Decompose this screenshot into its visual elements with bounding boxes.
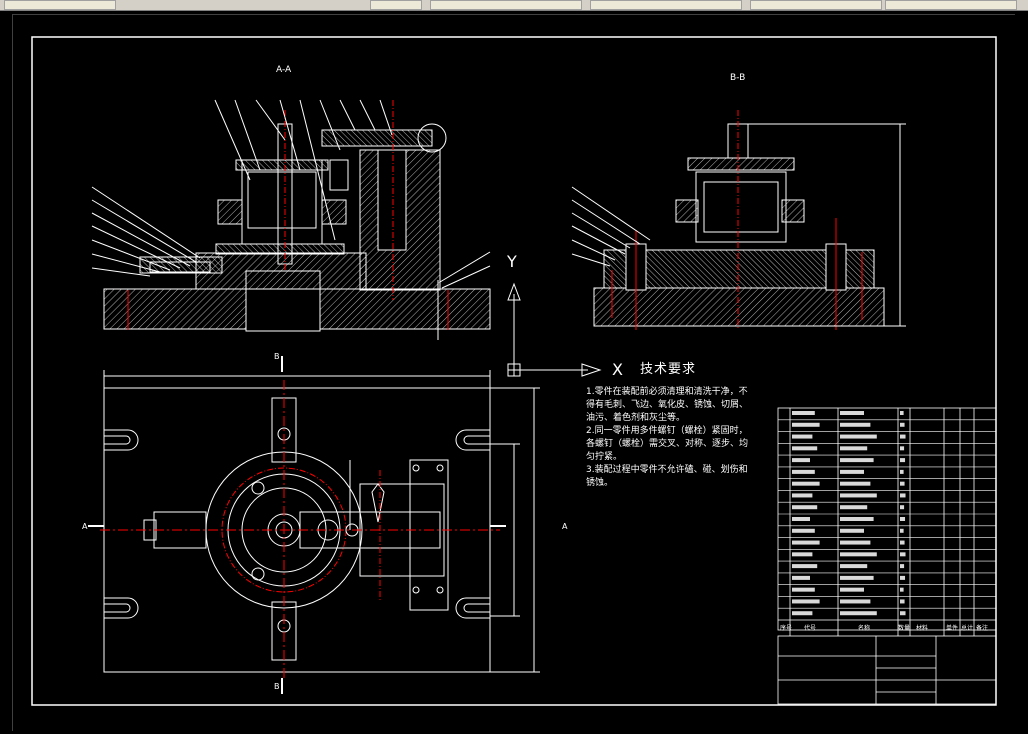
tech-item: 3.装配过程中零件不允许磕、碰、划伤和锈蚀。: [586, 465, 748, 488]
parts-row-text: [840, 458, 874, 463]
parts-row-text: [840, 517, 874, 521]
parts-row-text: [792, 528, 815, 533]
parts-row-text: [792, 422, 820, 427]
ucs-x-label: X: [612, 360, 623, 379]
parts-row-text: [840, 587, 864, 592]
parts-row-text: [840, 493, 877, 498]
parts-row-text: [792, 540, 820, 545]
marker-a-right: A: [562, 522, 568, 531]
parts-list-text-blocks: [792, 411, 906, 616]
parts-row-text: [792, 493, 813, 498]
parts-row-text: [900, 540, 905, 545]
parts-row-text: [792, 517, 810, 521]
parts-row-text: [792, 599, 820, 604]
parts-row-text: [792, 552, 813, 557]
view-label-bb: B-B: [730, 73, 745, 83]
header-code: 代号: [804, 625, 817, 632]
tech-requirements-title: 技术要求: [640, 362, 697, 377]
drawing-frame: [31, 36, 997, 706]
parts-row-text: [840, 469, 864, 474]
parts-row-text: [840, 552, 877, 557]
parts-row-text: [900, 599, 905, 604]
header-index: 序号: [780, 625, 793, 632]
parts-row-text: [792, 587, 815, 592]
tech-requirements: 1.零件在装配前必须清理和清洗干净，不得有毛刺、飞边、氧化皮、锈蚀、切屑、油污、…: [586, 386, 756, 490]
parts-row-text: [840, 575, 874, 580]
parts-row-text: [792, 505, 818, 510]
header-total: 总计: [961, 625, 974, 632]
parts-row-text: [900, 446, 905, 451]
cad-toolbar: [0, 0, 1028, 11]
linetype-dropdown[interactable]: [590, 0, 742, 10]
header-unit: 单件: [946, 625, 959, 632]
parts-list-header: 序号 代号 名称 数量 材料 单件 总计 备注: [778, 622, 996, 634]
parts-row-text: [900, 458, 906, 463]
layer-dropdown[interactable]: [430, 0, 582, 10]
tech-item: 2.同一零件用多件螺钉（螺栓）紧固时，各螺钉（螺栓）需交叉、对称、逐步、均匀拧紧…: [586, 426, 749, 462]
toolbar-group[interactable]: [370, 0, 422, 10]
parts-row-text: [900, 422, 905, 427]
parts-row-text: [900, 552, 906, 557]
parts-row-text: [792, 458, 810, 463]
parts-row-text: [792, 446, 818, 451]
parts-row-text: [840, 446, 868, 451]
parts-row-text: [792, 481, 820, 486]
parts-row-text: [792, 564, 818, 569]
color-dropdown[interactable]: [885, 0, 1017, 10]
parts-row-text: [900, 575, 906, 580]
parts-row-text: [900, 505, 905, 510]
ucs-icon: [507, 282, 602, 377]
parts-row-text: [840, 434, 877, 439]
header-qty: 数量: [898, 625, 911, 632]
parts-row-text: [840, 481, 871, 486]
parts-row-text: [900, 411, 904, 415]
plan-view: [88, 356, 540, 694]
parts-row-text: [792, 469, 815, 474]
parts-row-text: [900, 469, 904, 474]
section-view-a: [91, 99, 491, 340]
parts-list: [777, 407, 997, 705]
toolbar-group[interactable]: [4, 0, 116, 10]
header-name: 名称: [858, 625, 871, 632]
parts-row-text: [840, 505, 868, 510]
parts-row-text: [840, 411, 864, 415]
parts-row-text: [792, 434, 813, 439]
marker-b-bottom: B: [274, 682, 280, 691]
tech-item: 1.零件在装配前必须清理和清洗干净，不得有毛刺、飞边、氧化皮、锈蚀、切屑、油污、…: [586, 387, 749, 423]
parts-row-text: [792, 575, 810, 580]
parts-list-rows: [778, 419, 996, 609]
marker-b-top: B: [274, 352, 280, 361]
parts-row-text: [900, 493, 906, 498]
parts-row-text: [840, 611, 877, 616]
parts-row-text: [792, 611, 813, 616]
parts-row-text: [840, 422, 871, 427]
parts-row-text: [900, 481, 905, 486]
parts-row-text: [900, 528, 904, 533]
view-label-aa: A-A: [276, 65, 292, 75]
parts-row-text: [840, 528, 864, 533]
parts-row-text: [840, 540, 871, 545]
parts-row-text: [792, 411, 815, 415]
parts-row-text: [900, 564, 905, 569]
section-view-b: [571, 110, 906, 330]
parts-row-text: [900, 434, 906, 439]
parts-row-text: [840, 564, 868, 569]
marker-a-left: A: [82, 522, 88, 531]
parts-row-text: [900, 611, 906, 616]
parts-row-text: [900, 517, 906, 521]
lineweight-dropdown[interactable]: [750, 0, 882, 10]
parts-row-text: [840, 599, 871, 604]
ucs-y-label: Y: [507, 252, 517, 271]
header-material: 材料: [916, 625, 929, 632]
header-remark: 备注: [976, 625, 989, 632]
parts-row-text: [900, 587, 904, 592]
